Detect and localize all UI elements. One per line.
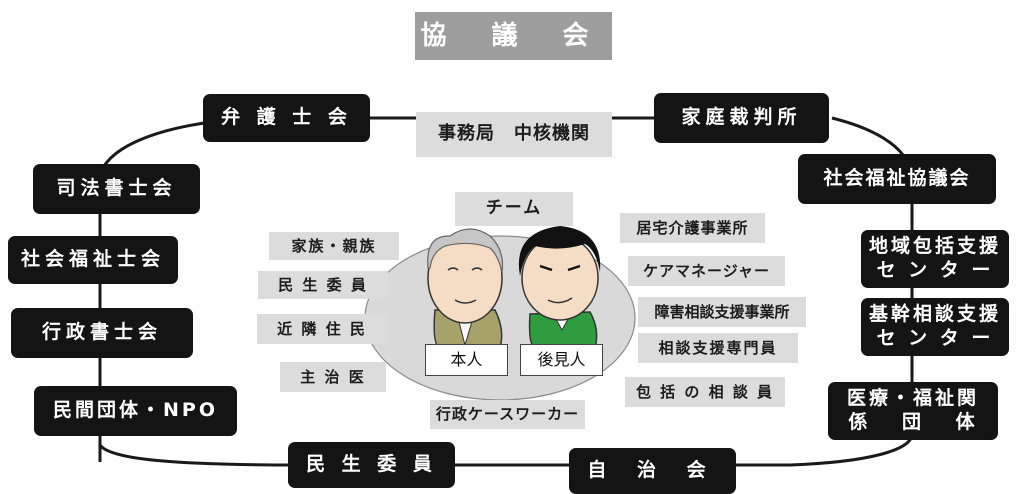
medical-line-1: 医療・福祉関 — [846, 387, 979, 410]
community-support-center-box: 地域包括支援 セ ン タ ー — [861, 230, 1009, 288]
lawyer-association-box: 弁 護 士 会 — [203, 94, 370, 142]
general-consultant-label: 包 括 の 相 談 員 — [625, 377, 785, 407]
neighbors-label: 近 隣 住 民 — [257, 314, 387, 344]
primary-doctor-label: 主 治 医 — [280, 362, 386, 392]
community-center-line-2: セ ン タ ー — [876, 259, 994, 281]
welfare-commissioner-box: 民 生 委 員 — [288, 442, 455, 488]
medical-welfare-org-box: 医療・福祉関 係 団 体 — [828, 382, 998, 440]
community-center-line-1: 地域包括支援 — [868, 235, 1001, 258]
core-center-line-1: 基幹相談支援 — [868, 303, 1001, 326]
admin-scriveners-association-box: 行政書士会 — [11, 308, 193, 358]
consultation-specialist-label: 相談支援専門員 — [638, 333, 798, 363]
family-court-box: 家庭裁判所 — [654, 93, 829, 143]
social-welfare-council-box: 社会福祉協議会 — [798, 154, 996, 204]
principal-figure — [427, 228, 504, 349]
family-relatives-label: 家族・親族 — [269, 232, 399, 260]
guardian-label: 後見人 — [520, 344, 603, 376]
case-worker-label: 行政ケースワーカー — [430, 400, 585, 429]
care-manager-label: ケアマネージャー — [628, 256, 785, 286]
core-center-line-2: セ ン タ ー — [876, 327, 994, 349]
private-npo-box: 民間団体・NPO — [34, 386, 237, 436]
team-label: チーム — [455, 192, 573, 226]
principal-label: 本人 — [425, 344, 508, 376]
medical-line-2: 係 団 体 — [848, 411, 978, 433]
team-commissioner-label: 民 生 委 員 — [258, 271, 388, 299]
home-care-office-label: 居宅介護事業所 — [620, 213, 765, 243]
council-title: 協 議 会 — [415, 12, 612, 60]
scriveners-association-box: 司法書士会 — [33, 164, 200, 214]
neighborhood-association-box: 自 治 会 — [569, 448, 736, 494]
core-consultation-center-box: 基幹相談支援 セ ン タ ー — [861, 298, 1009, 356]
disability-office-label: 障害相談支援事業所 — [638, 297, 806, 327]
guardian-figure — [518, 226, 601, 349]
secretariat-label: 事務局 中核機関 — [416, 112, 612, 157]
social-workers-association-box: 社会福祉士会 — [8, 236, 178, 284]
